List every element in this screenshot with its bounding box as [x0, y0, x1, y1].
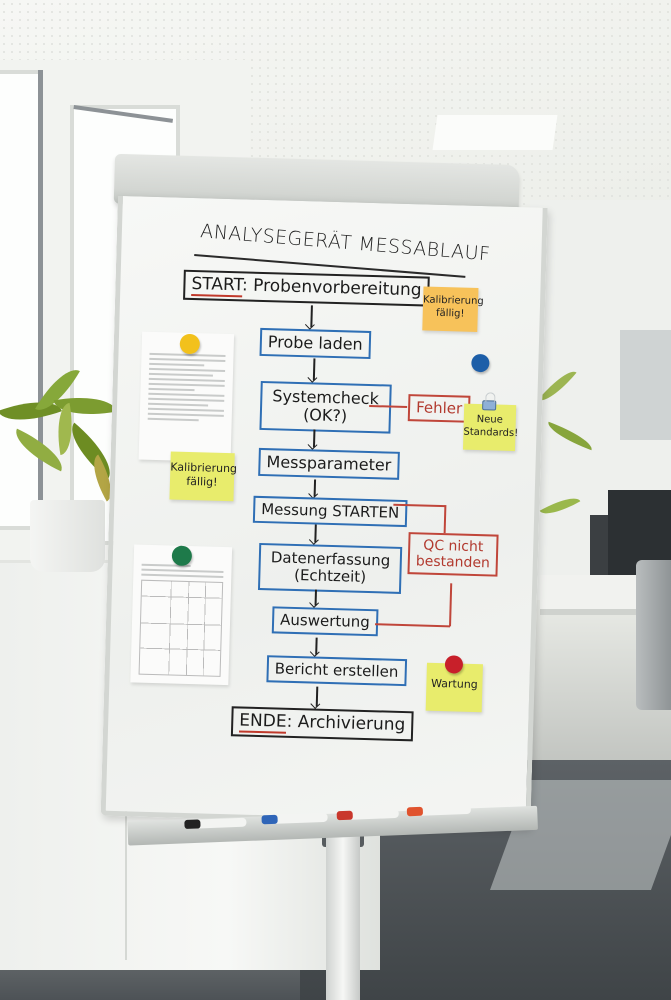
end-label: Archivierung	[297, 712, 406, 736]
arrow-down-icon	[315, 637, 318, 655]
wall-picture	[620, 330, 671, 440]
step-systemcheck: Systemcheck (OK?)	[259, 380, 392, 434]
step-auswertung: Auswertung	[271, 606, 379, 637]
sticky-note-kalibrierung-orange: Kalibrierung fällig!	[422, 286, 484, 332]
arrow-down-icon	[312, 358, 315, 381]
office-chair	[636, 560, 671, 710]
start-keyword: START	[191, 273, 243, 298]
arrow-down-icon	[310, 305, 313, 328]
sticky-note-kalibrierung-yellow: Kalibrierung fällig!	[169, 451, 237, 502]
monitor	[590, 515, 612, 580]
step-bericht-erstellen: Bericht erstellen	[266, 655, 407, 687]
end-node: ENDE: Archivierung	[230, 706, 414, 741]
ceiling-light	[432, 115, 558, 150]
arrow-down-icon	[315, 686, 318, 707]
arrow-down-icon	[313, 479, 316, 497]
step-datenerfassung: Datenerfassung (Echtzeit)	[257, 542, 403, 594]
arrow-down-icon	[312, 429, 315, 448]
stand-pole	[326, 830, 360, 1000]
end-keyword: ENDE	[238, 710, 287, 734]
arrow-down-icon	[314, 524, 317, 543]
sticky-note-neue-standards: Neue Standards!	[462, 403, 518, 452]
plant-pot	[30, 500, 105, 572]
binder-clip-icon	[482, 400, 497, 411]
window-left	[0, 70, 42, 530]
step-messparameter: Messparameter	[258, 447, 400, 481]
step-messung-starten: Messung STARTEN	[252, 495, 408, 528]
branch-fehler: Fehler	[407, 394, 471, 424]
start-label: Probenvorbereitung	[252, 275, 422, 301]
flipchart: ANALYSEGERÄT MESSABLAUF START: Probenvor…	[96, 153, 560, 856]
window-frame	[38, 70, 43, 530]
arrow-down-icon	[314, 589, 317, 606]
branch-qc-nicht-bestanden: QC nicht bestanden	[407, 532, 499, 577]
step-probe-laden: Probe laden	[259, 327, 372, 360]
